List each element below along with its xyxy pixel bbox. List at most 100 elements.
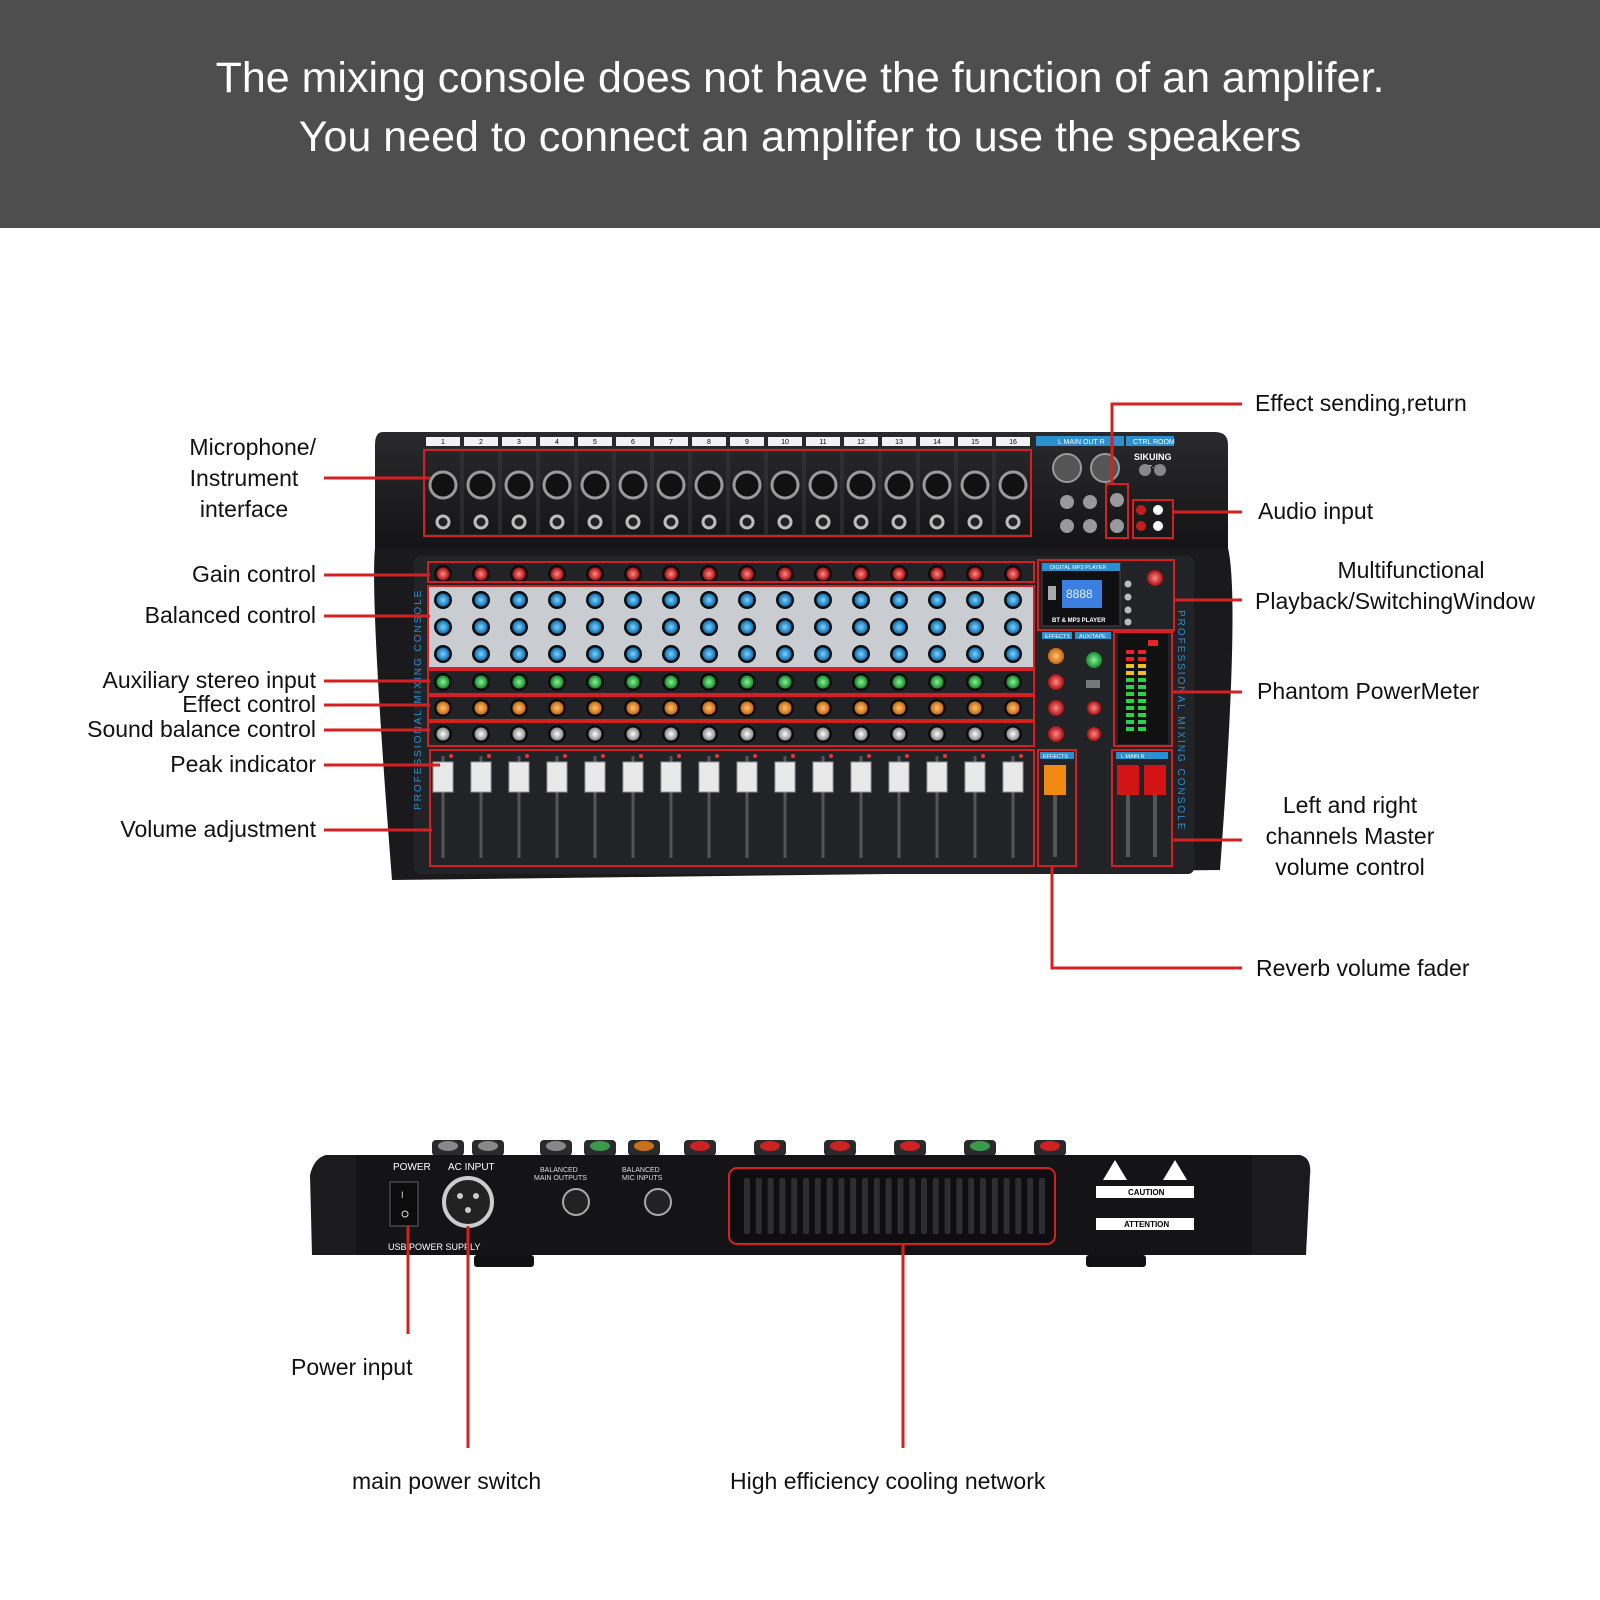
pan-knob xyxy=(854,727,868,741)
eq-high-knob xyxy=(436,593,450,607)
vent-slot xyxy=(1039,1178,1045,1234)
highlight-reverb-fader xyxy=(1037,749,1077,867)
channel-number: 5 xyxy=(593,439,597,446)
eq-low-knob xyxy=(474,647,488,661)
highlight-effect-send xyxy=(1105,483,1129,539)
pan-knob xyxy=(930,727,944,741)
caution-box xyxy=(1096,1186,1194,1198)
channel-number-cell xyxy=(616,437,650,446)
phantom-led xyxy=(1148,640,1158,646)
fader-track xyxy=(441,756,445,858)
fader-cap xyxy=(660,761,682,793)
line-input xyxy=(967,514,983,530)
fader-track xyxy=(631,756,635,858)
vent-slot xyxy=(1003,1178,1010,1234)
meter-led-left xyxy=(1126,685,1134,689)
channel-number: 15 xyxy=(971,439,979,446)
peak-led xyxy=(981,754,985,758)
vent-slot xyxy=(744,1178,750,1234)
peak-led xyxy=(677,754,681,758)
channel-number-cell xyxy=(654,437,688,446)
vent-slot xyxy=(755,1178,762,1234)
highlight-audio-input xyxy=(1132,499,1174,539)
xlr-input xyxy=(884,470,914,500)
aux-knob xyxy=(664,675,678,689)
effect-knob xyxy=(702,701,716,715)
vent-slot xyxy=(980,1178,986,1234)
meter-led-left xyxy=(1126,650,1134,654)
xlr-input xyxy=(922,470,952,500)
vent-slot xyxy=(885,1178,892,1234)
vent-slot xyxy=(932,1178,939,1234)
meter-led-left xyxy=(1126,706,1134,710)
brand-label: SIKUING xyxy=(1134,452,1172,462)
meter-led-left xyxy=(1126,720,1134,724)
fader-cap xyxy=(432,761,454,793)
xlr-input xyxy=(580,470,610,500)
eq-high-knob xyxy=(740,593,754,607)
aux-knob xyxy=(740,675,754,689)
fader-cap xyxy=(888,761,910,793)
eq-mid-knob xyxy=(588,620,602,634)
aux-knob xyxy=(778,675,792,689)
fader-track xyxy=(593,756,597,858)
power-switch-off xyxy=(401,1210,409,1218)
rep-knob xyxy=(1048,700,1064,716)
xlr-input xyxy=(846,470,876,500)
meter-led-left xyxy=(1126,664,1134,668)
line-reverb xyxy=(1050,866,1242,970)
gain-knob xyxy=(702,567,716,581)
side-text-right: PROFESSIONAL MIXING CONSOLE xyxy=(1175,610,1186,831)
afl-switch xyxy=(1086,680,1100,688)
eq-high-knob xyxy=(1006,593,1020,607)
effect-knob xyxy=(816,701,830,715)
line-input xyxy=(435,514,451,530)
pan-knob xyxy=(968,727,982,741)
channel-number-cell xyxy=(578,437,612,446)
xlr-input xyxy=(694,470,724,500)
ac-pin-2 xyxy=(473,1193,479,1199)
effects-bar xyxy=(1042,632,1072,639)
effects-label: EFFECTS xyxy=(1045,634,1070,640)
mp3-buttons xyxy=(1124,580,1132,626)
main-r-cap xyxy=(1144,765,1166,795)
aux-knob xyxy=(626,675,640,689)
fader-cap xyxy=(926,761,948,793)
channel-number: 9 xyxy=(745,439,749,446)
mp3-button xyxy=(1124,580,1132,588)
eq-high-knob xyxy=(474,593,488,607)
foot-left xyxy=(474,1255,534,1267)
eq-mid-knob xyxy=(968,620,982,634)
channel-number: 8 xyxy=(707,439,711,446)
callout-effect-send: Effect sending,return xyxy=(1255,390,1467,416)
meter-led-right xyxy=(1138,713,1146,717)
back-knob-top xyxy=(590,1141,610,1151)
highlight-faders xyxy=(429,749,1035,867)
pan-knob xyxy=(474,727,488,741)
phones-jack-2 xyxy=(1060,519,1074,533)
foot-right xyxy=(1086,1255,1146,1267)
eq-high-knob xyxy=(930,593,944,607)
effect-knob xyxy=(436,701,450,715)
vent-slot xyxy=(1015,1178,1022,1234)
channel-number: 10 xyxy=(781,439,789,446)
line-input xyxy=(625,514,641,530)
eq-high-knob xyxy=(588,593,602,607)
eq-low-knob xyxy=(436,647,450,661)
pan-knob xyxy=(512,727,526,741)
ctrl-room-bar xyxy=(1126,436,1174,446)
fader-track xyxy=(745,756,749,858)
main-out-bar xyxy=(1036,436,1124,446)
power-switch-on: I xyxy=(401,1190,404,1200)
main-fader-bar xyxy=(1116,752,1168,759)
channel-number-cell xyxy=(502,437,536,446)
balanced-mic-diagram xyxy=(644,1188,672,1216)
callout-cooling: High efficiency cooling network xyxy=(730,1468,1046,1494)
eq-low-knob xyxy=(778,647,792,661)
warning-triangle-2 xyxy=(1163,1160,1187,1180)
aux-knob xyxy=(436,675,450,689)
eq-high-knob xyxy=(512,593,526,607)
meter-led-left xyxy=(1126,699,1134,703)
channel-number-cell xyxy=(844,437,878,446)
